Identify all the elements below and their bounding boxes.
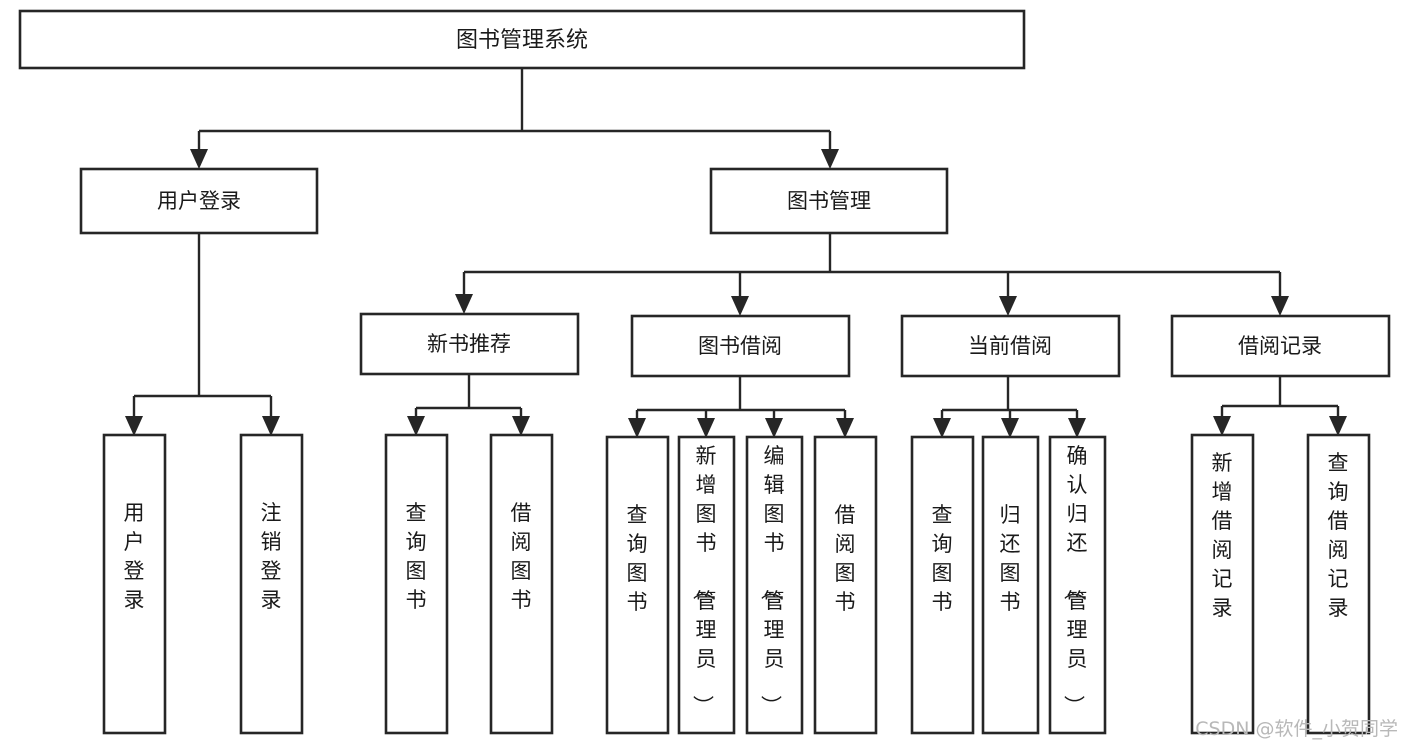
node-current-borrow[interactable]: 当前借阅 — [900, 314, 1121, 378]
leaf-currentborrow-return[interactable]: 归还图书 — [981, 435, 1040, 735]
leaf-newbook-borrow[interactable]: 借阅图书 — [489, 433, 554, 735]
node-book-borrow-box[interactable] — [630, 314, 851, 378]
leaf-borrowrecord-add[interactable]: 新增借阅记录 — [1190, 433, 1255, 735]
node-borrow-record-label: 借阅记录 — [1238, 334, 1322, 358]
arrowhead-current-borrow — [999, 296, 1017, 316]
arrowhead-leaf-user-login — [125, 416, 143, 436]
arrowhead-new-book — [455, 294, 473, 314]
arrowhead-borrowrecord-leaf1 — [1213, 416, 1231, 436]
arrowhead-bookborrow-leaf2 — [697, 418, 715, 438]
leaf-currentborrow-confirm-box[interactable] — [1048, 435, 1107, 735]
leaf-bookborrow-edit[interactable]: 编辑图书（管理员） — [745, 435, 804, 735]
leaf-newbook-borrow-box[interactable] — [489, 433, 554, 735]
arrowhead-borrowrecord-leaf2 — [1329, 416, 1347, 436]
arrowhead-bookborrow-leaf3 — [765, 418, 783, 438]
node-book-management[interactable]: 图书管理 — [709, 167, 949, 235]
leaf-borrowrecord-query[interactable]: 查询借阅记录 — [1306, 433, 1371, 735]
leaf-currentborrow-confirm-label: 确认归还（管理员） — [1062, 444, 1088, 716]
leaf-bookborrow-add-box[interactable] — [677, 435, 736, 735]
leaf-bookborrow-edit-label: 编辑图书（管理员） — [759, 444, 785, 716]
arrowhead-currentborrow-leaf1 — [933, 418, 951, 438]
watermark-label: CSDN @软件_小贺同学 — [1195, 718, 1398, 740]
leaf-newbook-query-label: 查询图书 — [406, 501, 427, 612]
leaf-currentborrow-return-box[interactable] — [981, 435, 1040, 735]
leaf-user-login-login[interactable]: 用户登录 — [102, 433, 167, 735]
leaf-bookborrow-add-label: 新增图书（管理员） — [691, 444, 717, 716]
leaf-user-login-logout-box[interactable] — [239, 433, 304, 735]
node-root-label: 图书管理系统 — [456, 28, 588, 53]
leaf-newbook-query-box[interactable] — [384, 433, 449, 735]
node-user-login[interactable]: 用户登录 — [79, 167, 319, 235]
arrowhead-newbook-leaf2 — [512, 416, 530, 436]
arrowhead-currentborrow-leaf3 — [1068, 418, 1086, 438]
leaf-currentborrow-query-box[interactable] — [910, 435, 975, 735]
arrowhead-book-manage — [821, 149, 839, 169]
leaf-user-login-login-label: 用户登录 — [124, 501, 145, 612]
leaf-currentborrow-return-label: 归还图书 — [1000, 503, 1021, 614]
leaf-borrowrecord-add-box[interactable] — [1190, 433, 1255, 735]
node-book-management-label: 图书管理 — [787, 189, 871, 213]
node-book-borrow-label: 图书借阅 — [698, 334, 782, 358]
node-current-borrow-box[interactable] — [900, 314, 1121, 378]
leaf-bookborrow-borrow-label: 借阅图书 — [835, 503, 856, 614]
leaf-currentborrow-confirm[interactable]: 确认归还（管理员） — [1048, 435, 1107, 735]
leaf-bookborrow-borrow-box[interactable] — [813, 435, 878, 735]
leaf-newbook-borrow-label: 借阅图书 — [511, 501, 532, 612]
arrowhead-leaf-logout — [262, 416, 280, 436]
leaf-currentborrow-query[interactable]: 查询图书 — [910, 435, 975, 735]
arrowhead-newbook-leaf1 — [407, 416, 425, 436]
arrowhead-bookborrow-leaf4 — [836, 418, 854, 438]
leaf-user-login-login-box[interactable] — [102, 433, 167, 735]
node-new-book-recommend-box[interactable] — [359, 312, 580, 376]
node-current-borrow-label: 当前借阅 — [968, 334, 1052, 358]
leaf-newbook-query[interactable]: 查询图书 — [384, 433, 449, 735]
node-user-login-box[interactable] — [79, 167, 319, 235]
node-new-book-recommend[interactable]: 新书推荐 — [359, 312, 580, 376]
node-new-book-recommend-label: 新书推荐 — [427, 332, 511, 356]
arrowhead-bookborrow-leaf1 — [628, 418, 646, 438]
leaf-bookborrow-edit-box[interactable] — [745, 435, 804, 735]
node-root-system[interactable]: 图书管理系统 — [18, 9, 1026, 70]
leaf-bookborrow-query-box[interactable] — [605, 435, 670, 735]
leaf-bookborrow-query[interactable]: 查询图书 — [605, 435, 670, 735]
leaf-user-login-logout-label: 注销登录 — [261, 501, 282, 612]
leaf-bookborrow-borrow[interactable]: 借阅图书 — [813, 435, 878, 735]
arrowhead-user-login — [190, 149, 208, 169]
leaf-borrowrecord-query-label: 查询借阅记录 — [1328, 451, 1349, 620]
connector-layer — [125, 68, 1347, 438]
node-book-borrow[interactable]: 图书借阅 — [630, 314, 851, 378]
leaf-currentborrow-query-label: 查询图书 — [932, 503, 953, 614]
leaf-bookborrow-add[interactable]: 新增图书（管理员） — [677, 435, 736, 735]
leaf-bookborrow-query-label: 查询图书 — [627, 503, 648, 614]
arrowhead-currentborrow-leaf2 — [1001, 418, 1019, 438]
leaf-user-login-logout[interactable]: 注销登录 — [239, 433, 304, 735]
arrowhead-book-borrow — [731, 296, 749, 316]
node-borrow-record-box[interactable] — [1170, 314, 1391, 378]
node-user-login-label: 用户登录 — [157, 189, 241, 213]
leaf-borrowrecord-query-box[interactable] — [1306, 433, 1371, 735]
leaf-borrowrecord-add-label: 新增借阅记录 — [1212, 451, 1233, 620]
node-book-management-box[interactable] — [709, 167, 949, 235]
node-root-box[interactable] — [18, 9, 1026, 70]
node-borrow-record[interactable]: 借阅记录 — [1170, 314, 1391, 378]
arrowhead-borrow-record — [1271, 296, 1289, 316]
